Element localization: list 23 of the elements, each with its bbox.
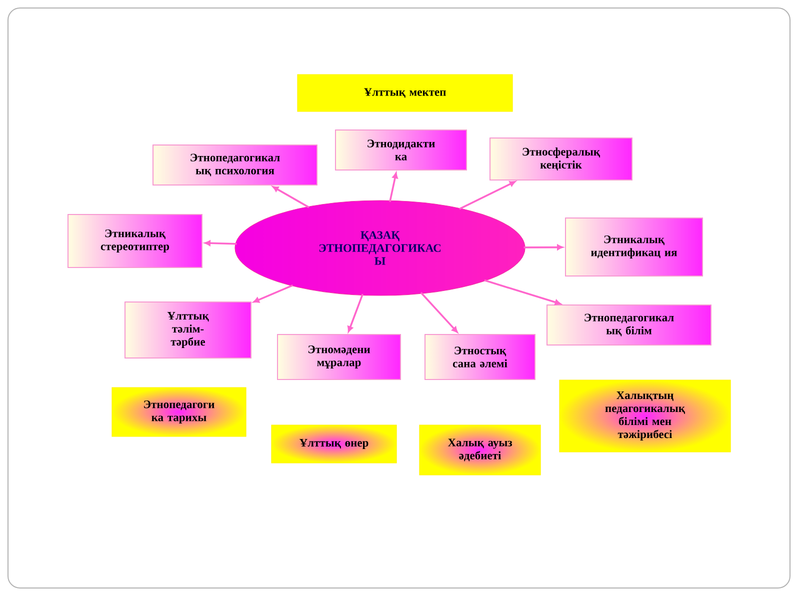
topic-box: Ұлттық тәлім- тәрбие (124, 302, 252, 358)
arrow (253, 284, 294, 303)
arrow (389, 172, 398, 202)
topic-box: Этникалық идентификац ия (565, 218, 703, 276)
topic-box: Этнопедагогикал ық білім (546, 304, 712, 346)
arrow (420, 292, 458, 333)
arrow (484, 279, 561, 306)
topic-box: Этномәдени мұралар (277, 334, 401, 380)
arrow (348, 294, 364, 332)
arrow (204, 240, 237, 246)
arrow (272, 186, 310, 208)
topic-box: Этникалық стереотиптер (68, 214, 202, 268)
topic-box: Этнопедагогикал ық психология (152, 144, 318, 186)
arrow (524, 244, 563, 250)
topic-box: Ұлттық өнер (271, 424, 397, 464)
topic-box: Этностық сана әлемі (424, 334, 536, 380)
topic-box: Этносфералық кеңістік (490, 138, 632, 180)
topic-box: Халықтың педагогикалық білімі мен тәжірибесі (559, 380, 731, 452)
topic-box: Этнодидакти ка (335, 130, 467, 170)
topic-box: Ұлттық мектеп (297, 74, 513, 112)
topic-box: Этнопедагоги ка тарихы (112, 387, 246, 437)
arrow (459, 180, 516, 210)
topic-box: Халық ауыз әдебиеті (419, 424, 541, 476)
